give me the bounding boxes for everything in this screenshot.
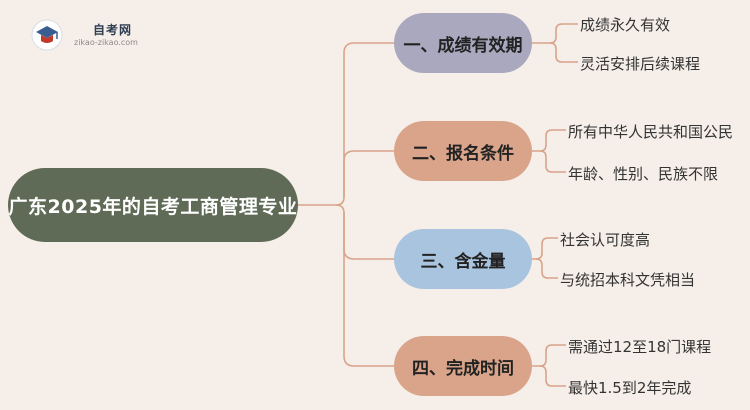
connector-leaf-1-2 (549, 42, 578, 63)
leaf-2-2: 年龄、性别、民族不限 (568, 165, 719, 183)
leaf-2-1: 所有中华人民共和国公民 (568, 123, 734, 141)
logo-title: 自考网 (93, 23, 133, 37)
connector-branch-3 (343, 213, 394, 260)
root-node: 广东2025年的自考工商管理专业 (8, 168, 298, 242)
leaf-4-1: 需通过12至18门课程 (568, 338, 712, 356)
branch-node-value: 三、含金量 (394, 229, 532, 289)
connector-branch-1 (343, 42, 394, 197)
branch-node-completion-time: 四、完成时间 (394, 336, 532, 396)
logo-subtitle: zikao-zikao.com (74, 38, 138, 47)
leaf-1-2: 灵活安排后续课程 (580, 55, 701, 73)
connector-root-down (335, 204, 345, 214)
connector-leaf-4-2 (539, 365, 566, 387)
site-logo: 自考网 zikao-zikao.com (30, 18, 150, 52)
leaf-3-2: 与统招本科文凭相当 (560, 271, 696, 289)
leaf-4-2: 最快1.5到2年完成 (568, 379, 692, 397)
leaf-1-1: 成绩永久有效 (580, 16, 671, 34)
connector-leaf-1-1 (532, 23, 578, 44)
connector-leaf-3-2 (535, 258, 558, 279)
connector-leaf-2-1 (532, 129, 566, 152)
graduation-cap-icon (31, 19, 63, 51)
connector-branch-2 (343, 150, 394, 197)
leaf-3-1: 社会认可度高 (560, 231, 651, 249)
connector-root (298, 196, 345, 206)
branch-node-requirements: 二、报名条件 (394, 121, 532, 181)
connector-branch-4 (343, 213, 394, 367)
branch-node-score-validity: 一、成绩有效期 (394, 13, 532, 73)
connector-leaf-2-2 (539, 150, 566, 173)
connector-leaf-4-1 (532, 344, 566, 367)
